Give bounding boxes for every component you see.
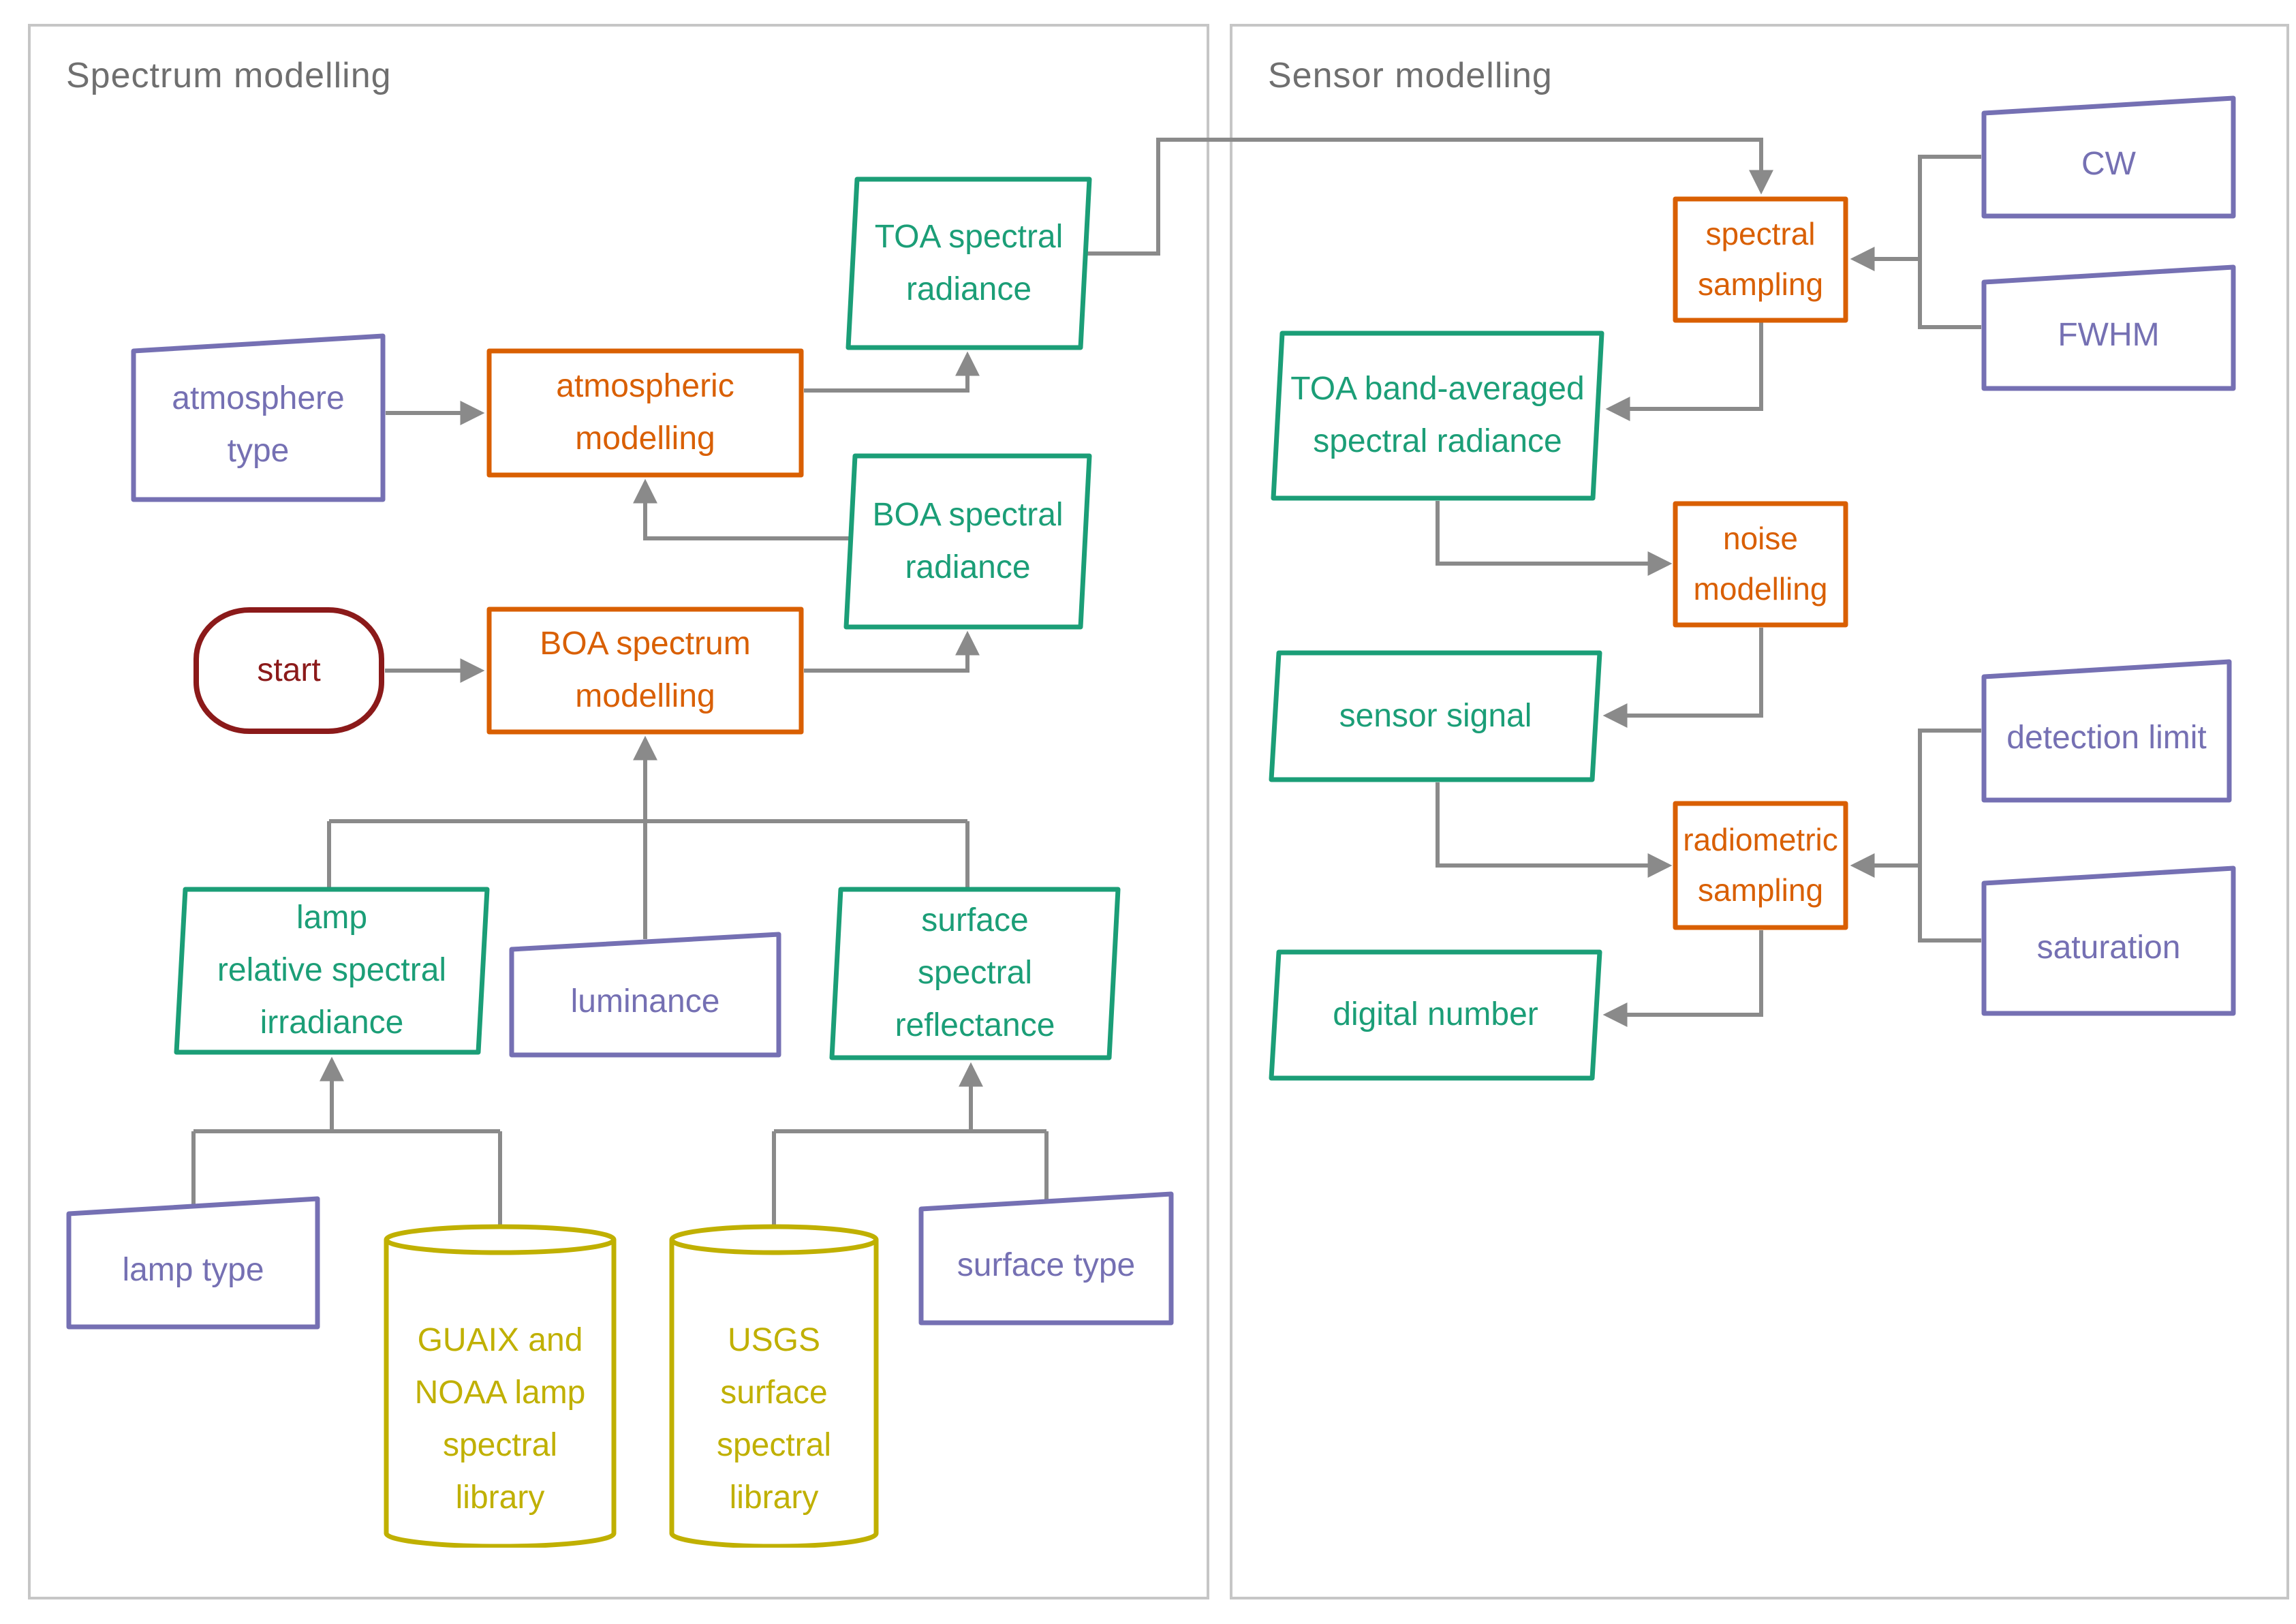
node-noise-modelling: noise modelling [1673, 501, 1848, 628]
node-label: TOA band-averaged spectral radiance [1290, 371, 1585, 459]
data-shape [1269, 650, 1602, 782]
data-shape [1271, 331, 1604, 501]
edge-boa-spectrum-modelling-to-boa-spectral-radiance [804, 630, 980, 673]
node-label: lamp relative spectral irradiance [217, 900, 447, 1041]
node-atmospheric-modelling: atmospheric modelling [486, 348, 804, 478]
node-label: surface type [957, 1247, 1136, 1284]
edge-detection-saturation-junction [1918, 729, 1981, 943]
node-guaix-noaa-lamp-spectral-library: GUAIX and NOAA lamp spectral library [383, 1223, 617, 1548]
node-radiometric-sampling: radiometric sampling [1673, 801, 1848, 930]
database-cylinder-shape [384, 1224, 617, 1548]
edge-radiometric-sampling-to-digital-number [1602, 930, 1763, 1027]
node-label: lamp type [122, 1251, 264, 1288]
manual-input-shape [1981, 264, 2236, 391]
node-label: FWHM [2058, 316, 2160, 353]
node-detection-limit: detection limit [1981, 659, 2232, 803]
node-atmosphere-type: atmosphere type [131, 333, 386, 502]
node-label: sensor signal [1339, 697, 1532, 734]
node-label: luminance [570, 983, 720, 1020]
node-label: USGS surface spectral library [716, 1322, 832, 1516]
process-shape [1673, 501, 1848, 628]
data-shape [1269, 949, 1602, 1081]
edge-boa-spectral-radiance-to-atmospheric-modelling [633, 478, 852, 540]
process-shape [1673, 196, 1848, 323]
manual-input-shape [131, 333, 386, 502]
process-shape [486, 607, 804, 735]
node-surface-type: surface type [918, 1191, 1174, 1326]
node-label: atmospheric modelling [556, 368, 734, 457]
node-fwhm: FWHM [1981, 264, 2236, 391]
node-lamp-type: lamp type [66, 1196, 320, 1330]
data-shape [846, 177, 1092, 350]
node-sensor-signal: sensor signal [1269, 650, 1602, 782]
manual-input-shape [1981, 95, 2236, 219]
node-surface-spectral-reflectance: surface spectral reflectance [829, 887, 1121, 1060]
edge-spectral-sampling-to-toa-band-averaged [1605, 322, 1763, 421]
edge-cw-fwhm-junction [1918, 155, 1981, 329]
edge-toa-band-averaged-to-noise-modelling [1436, 501, 1673, 576]
node-toa-spectral-radiance: TOA spectral radiance [846, 177, 1092, 350]
node-lamp-relative-spectral-irradiance: lamp relative spectral irradiance [174, 887, 490, 1055]
data-shape [843, 453, 1092, 630]
node-label: saturation [2036, 930, 2181, 966]
node-label: GUAIX and NOAA lamp spectral library [414, 1322, 586, 1516]
manual-input-shape [66, 1196, 320, 1330]
node-label: spectral sampling [1697, 216, 1824, 302]
start-shape [193, 607, 384, 734]
manual-input-shape [1981, 865, 2236, 1016]
node-label: atmosphere type [172, 380, 345, 469]
process-shape [1673, 801, 1848, 930]
panel-title-sensor: Sensor modelling [1268, 56, 1553, 95]
node-saturation: saturation [1981, 865, 2236, 1016]
node-toa-band-averaged-spectral-radiance: TOA band-averaged spectral radiance [1271, 331, 1604, 501]
node-luminance: luminance [509, 932, 781, 1058]
node-label: surface spectral reflectance [895, 902, 1055, 1043]
edge-noise-modelling-to-sensor-signal [1602, 628, 1763, 728]
database-cylinder-shape [669, 1224, 879, 1548]
process-shape [486, 348, 804, 478]
panel-title-spectrum: Spectrum modelling [66, 56, 392, 95]
node-label: TOA spectral radiance [874, 218, 1064, 307]
data-shape [829, 887, 1121, 1060]
node-cw: CW [1981, 95, 2236, 219]
node-label: start [257, 652, 321, 688]
manual-input-shape [1981, 659, 2232, 803]
node-digital-number: digital number [1269, 949, 1602, 1081]
manual-input-shape [509, 932, 781, 1058]
manual-input-shape [918, 1191, 1174, 1326]
node-label: radiometric sampling [1683, 822, 1838, 908]
edge-atmospheric-modelling-to-toa-spectral-radiance [804, 351, 980, 393]
node-label: BOA spectral radiance [872, 496, 1064, 585]
node-label: noise modelling [1693, 521, 1828, 607]
edge-sensor-signal-to-radiometric-sampling [1436, 782, 1673, 878]
node-label: BOA spectrum modelling [540, 626, 751, 714]
data-shape [174, 887, 490, 1055]
node-start: start [193, 607, 385, 735]
edge-toa-spectral-radiance-to-spectral-sampling [1087, 138, 1773, 256]
node-usgs-surface-spectral-library: USGS surface spectral library [668, 1223, 880, 1548]
node-boa-spectral-radiance: BOA spectral radiance [843, 453, 1092, 630]
node-label: CW [2081, 146, 2136, 183]
node-spectral-sampling: spectral sampling [1673, 196, 1848, 323]
node-boa-spectrum-modelling: BOA spectrum modelling [486, 607, 804, 735]
node-label: detection limit [2006, 720, 2207, 756]
node-label: digital number [1333, 996, 1538, 1033]
